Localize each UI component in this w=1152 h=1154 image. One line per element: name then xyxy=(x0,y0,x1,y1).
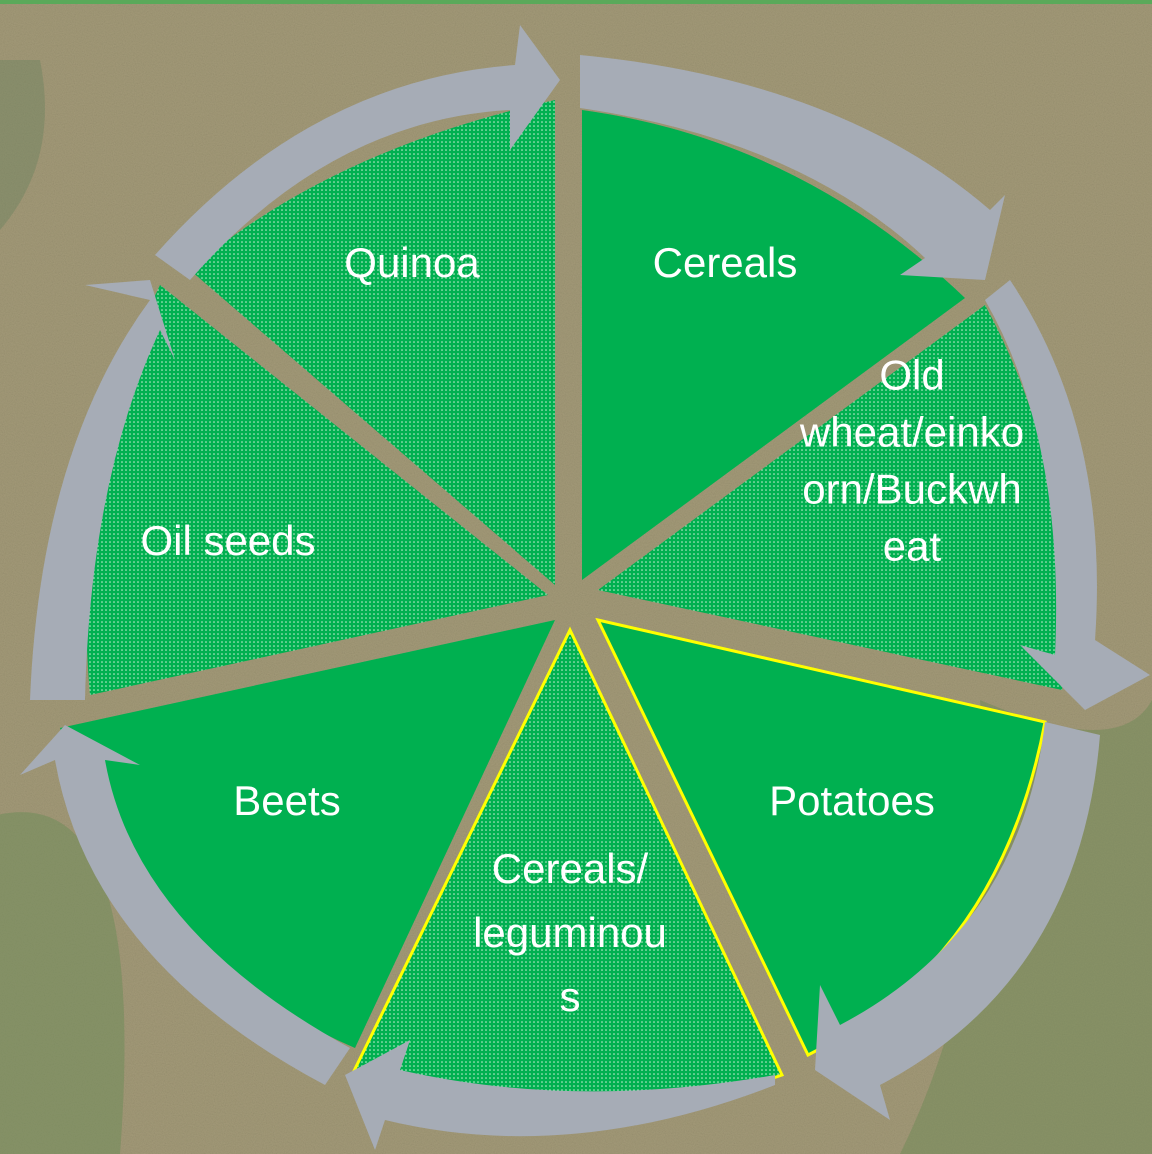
label-line: wheat/einko xyxy=(799,409,1024,456)
label-potatoes: Potatoes xyxy=(769,777,935,824)
label-cereals: Cereals xyxy=(653,239,798,286)
label-line: Beets xyxy=(233,777,340,824)
label-line: Potatoes xyxy=(769,777,935,824)
label-line: leguminou xyxy=(473,909,667,956)
label-beets: Beets xyxy=(233,777,340,824)
label-oil-seeds: Oil seeds xyxy=(140,517,315,564)
label-line: Cereals xyxy=(653,239,798,286)
label-line: Old xyxy=(879,352,944,399)
label-line: eat xyxy=(883,523,942,570)
label-line: Quinoa xyxy=(344,239,480,286)
label-line: Oil seeds xyxy=(140,517,315,564)
label-line: orn/Buckwh xyxy=(802,466,1021,513)
label-quinoa: Quinoa xyxy=(344,239,480,286)
label-line: Cereals/ xyxy=(492,845,649,892)
label-line: s xyxy=(560,973,581,1020)
